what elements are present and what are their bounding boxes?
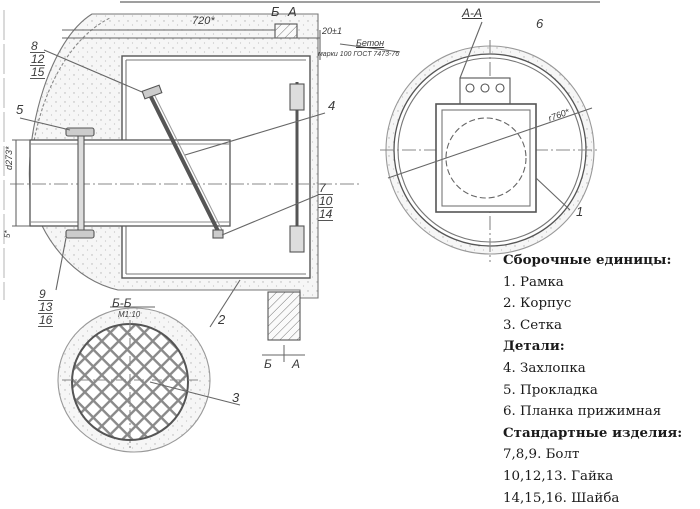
- callout-10: 10: [318, 194, 334, 208]
- side-section-view: [3, 10, 401, 341]
- legend-item: 7,8,9. Болт: [503, 447, 580, 463]
- callout-5: 5: [16, 102, 24, 117]
- callout-15: 15: [30, 65, 46, 79]
- section-marker-a-bottom: А: [292, 357, 301, 371]
- section-marker-b-top: Б: [271, 4, 280, 19]
- leader-3: [149, 381, 241, 406]
- callout-stack-8-12-15: 8 12 15: [30, 40, 46, 79]
- section-bb-view: [57, 306, 241, 453]
- callout-3: 3: [232, 390, 240, 405]
- dimension-offset: 5*: [3, 230, 12, 238]
- leader-8: [43, 49, 143, 93]
- dimension-pipe-diameter: d273*: [4, 146, 14, 170]
- section-bb-title: Б-Б: [112, 296, 132, 310]
- callout-stack-7-10-14: 7 10 14: [318, 182, 334, 221]
- callout-16: 16: [38, 313, 54, 327]
- callout-stack-9-13-16: 9 13 16: [38, 288, 54, 327]
- callout-1: 1: [576, 204, 584, 219]
- section-aa-view: [380, 21, 600, 262]
- callout-14: 14: [318, 207, 334, 221]
- legend-item: 1. Рамка: [503, 274, 564, 290]
- legend-item: 6. Планка прижимная: [503, 404, 662, 420]
- callout-7: 7: [318, 182, 334, 195]
- legend-item: 14,15,16. Шайба: [503, 490, 620, 506]
- callout-2: 2: [218, 312, 226, 327]
- callout-9: 9: [38, 288, 54, 301]
- callout-8: 8: [30, 40, 46, 53]
- section-marker-a-top: А: [288, 4, 297, 19]
- legend-assembly-header: Сборочные единицы:: [503, 252, 672, 268]
- legend-standard-header: Стандартные изделия:: [503, 424, 683, 441]
- callout-12: 12: [30, 52, 46, 66]
- leader-9: [55, 237, 67, 291]
- legend-item: 2. Корпус: [503, 296, 572, 312]
- legend-item: 3. Сетка: [503, 317, 562, 333]
- leader-4: [184, 112, 326, 156]
- material-note-title: Бетон: [356, 38, 385, 48]
- leader-beton: [339, 43, 401, 53]
- callout-6: 6: [536, 16, 544, 31]
- parts-legend: Сборочные единицы: 1. Рамка 2. Корпус 3.…: [503, 250, 700, 509]
- section-aa-title: А-А: [462, 6, 483, 20]
- callout-13: 13: [38, 300, 54, 314]
- legend-item: 4. Захлопка: [503, 360, 586, 376]
- callout-4: 4: [328, 98, 336, 113]
- dimension-gap: 20±1: [322, 26, 342, 36]
- material-note-grade: марки 100 ГОСТ 7473-76: [318, 51, 400, 58]
- dimension-length: 720*: [192, 15, 215, 27]
- leader-2: [209, 279, 241, 328]
- leader-5: [19, 117, 71, 131]
- section-marker-bottom: [262, 345, 305, 362]
- legend-item: 5. Прокладка: [503, 382, 598, 398]
- leader-7: [221, 194, 319, 236]
- legend-parts-header: Детали:: [503, 338, 565, 355]
- section-marker-b-bottom: Б: [264, 357, 272, 371]
- legend-item: 10,12,13. Гайка: [503, 468, 614, 484]
- section-bb-scale: М1:10: [118, 310, 141, 319]
